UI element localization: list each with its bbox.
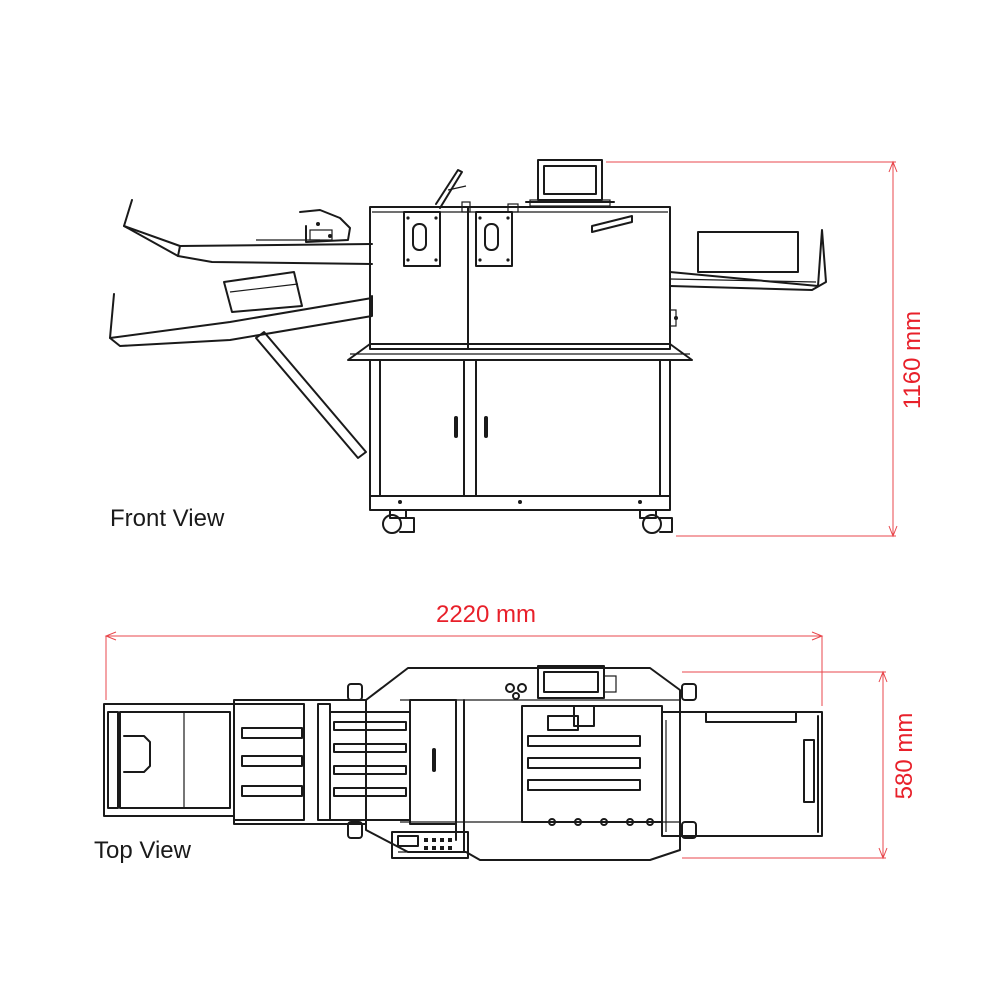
tray-support-strut xyxy=(255,331,367,459)
top-output-tray xyxy=(661,711,823,837)
casters xyxy=(382,509,673,534)
depth-dimension-label: 580 mm xyxy=(891,713,918,800)
top-screen xyxy=(505,665,617,700)
height-dimension-label: 1160 mm xyxy=(899,311,926,409)
top-processing-area xyxy=(521,705,663,826)
output-stacker xyxy=(669,229,827,291)
dimension-width: 2220 mm xyxy=(104,601,824,706)
front-view-label: Front View xyxy=(110,505,225,532)
top-view xyxy=(103,665,823,861)
top-infeed-tray xyxy=(103,703,235,817)
table-top xyxy=(347,343,693,361)
dimension-depth: 580 mm xyxy=(682,670,918,860)
dimension-height: 1160 mm xyxy=(606,160,926,538)
top-view-label: Top View xyxy=(94,837,192,864)
cabinet xyxy=(369,359,671,511)
upper-feed-tray xyxy=(123,199,373,265)
front-view xyxy=(109,159,827,534)
lower-exit-tray xyxy=(109,271,373,347)
main-body xyxy=(369,201,678,350)
top-feed-rollers xyxy=(233,699,457,825)
width-dimension-label: 2220 mm xyxy=(436,601,536,628)
feeder-arm xyxy=(435,169,467,209)
control-screen xyxy=(525,159,615,207)
top-control-panel xyxy=(391,831,469,859)
